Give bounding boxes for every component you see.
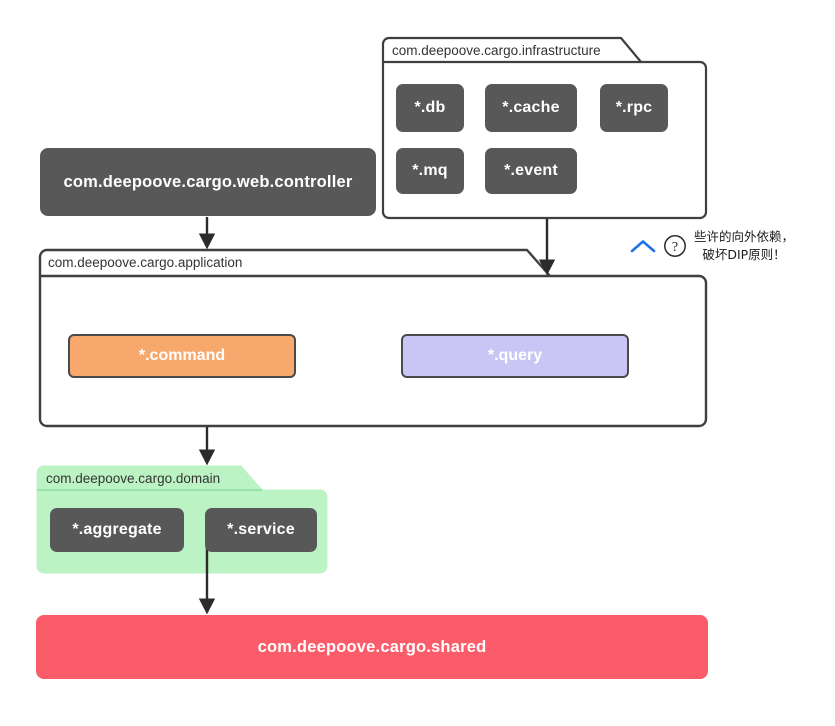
node-rpc[interactable]: *.rpc [600,84,668,132]
node-cache[interactable]: *.cache [485,84,577,132]
question-circle-icon[interactable]: ? [663,234,687,258]
node-web-controller[interactable]: com.deepoove.cargo.web.controller [40,148,376,216]
package-label-domain: com.deepoove.cargo.domain [46,471,221,486]
package-label-application: com.deepoove.cargo.application [48,255,243,270]
package-shape-application [38,248,708,428]
node-command[interactable]: *.command [68,334,296,378]
dip-warning-annotation: ? 些许的向外依赖， 破坏DIP原则！ [630,222,830,270]
node-service[interactable]: *.service [205,508,317,552]
chevron-up-icon [630,240,656,253]
node-db[interactable]: *.db [396,84,464,132]
package-label-infrastructure: com.deepoove.cargo.infrastructure [392,43,601,58]
node-event[interactable]: *.event [485,148,577,194]
node-shared[interactable]: com.deepoove.cargo.shared [36,615,708,679]
node-query[interactable]: *.query [401,334,629,378]
svg-text:?: ? [672,240,678,255]
node-mq[interactable]: *.mq [396,148,464,194]
annotation-text: 些许的向外依赖， 破坏DIP原则！ [694,228,795,262]
node-aggregate[interactable]: *.aggregate [50,508,184,552]
